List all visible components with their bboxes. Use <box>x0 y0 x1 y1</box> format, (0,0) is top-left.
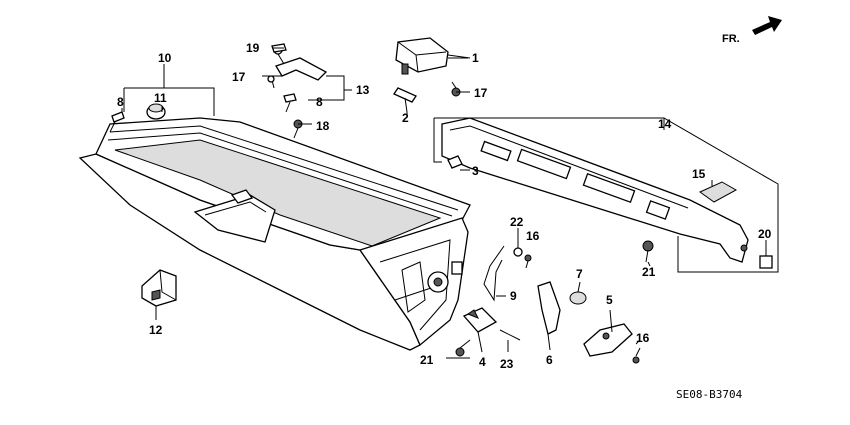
callout-16-lower: 16 <box>636 331 650 345</box>
part-12-latch <box>141 269 177 307</box>
part-6-stopper-arm <box>537 281 561 335</box>
part-5-bracket <box>583 323 633 357</box>
part-18-screw <box>293 119 303 139</box>
callout-20: 20 <box>758 227 772 241</box>
part-8-screw-right <box>283 93 297 113</box>
callout-18: 18 <box>316 119 330 133</box>
leader-lines <box>121 47 779 359</box>
callout-labels: 1 2 3 4 5 6 7 8 8 9 10 11 12 13 14 15 16… <box>117 41 772 371</box>
callout-9: 9 <box>510 289 517 303</box>
part-23-pin <box>499 329 521 341</box>
callout-22: 22 <box>510 215 524 229</box>
part-21-screw-lower <box>455 339 471 357</box>
part-15-pad <box>699 181 738 203</box>
callout-13: 13 <box>356 83 370 97</box>
diagram-code: SE08-B3704 <box>676 388 743 401</box>
part-13-hinge-bracket <box>267 45 328 89</box>
part-4-damper <box>462 307 498 333</box>
part-9-spring <box>483 245 505 302</box>
part-1-switch <box>395 37 471 75</box>
callout-17-right: 17 <box>474 86 488 100</box>
callout-21-lower: 21 <box>420 353 434 367</box>
callout-10: 10 <box>158 51 172 65</box>
part-16-screw-upper <box>524 254 532 269</box>
part-17-screw-right <box>451 81 461 97</box>
callout-16-upper: 16 <box>526 229 540 243</box>
callout-4: 4 <box>479 355 486 369</box>
orientation-label: FR. <box>722 33 740 45</box>
callout-7: 7 <box>576 267 583 281</box>
part-7-cushion <box>569 291 587 305</box>
part-16-screw-lower <box>632 347 641 364</box>
glove-box <box>78 117 471 351</box>
callout-17-left: 17 <box>232 70 246 84</box>
callout-1: 1 <box>472 51 479 65</box>
callout-14: 14 <box>658 117 672 131</box>
callout-21-right: 21 <box>642 265 656 279</box>
callout-11: 11 <box>154 91 167 105</box>
callout-8-right: 8 <box>316 95 323 109</box>
part-2-bulb <box>393 87 417 113</box>
part-21-screw-right <box>642 240 654 263</box>
callout-12: 12 <box>149 323 163 337</box>
callout-6: 6 <box>546 353 553 367</box>
callout-15: 15 <box>692 167 706 181</box>
callout-5: 5 <box>606 293 613 307</box>
front-arrow-icon <box>752 16 782 35</box>
callout-19: 19 <box>246 41 260 55</box>
part-14-lower-panel <box>441 117 749 263</box>
part-11-bumper <box>146 103 166 120</box>
part-22-washer <box>513 247 523 257</box>
part-20-clip <box>759 255 773 269</box>
part-8-screw-left <box>109 111 125 133</box>
callout-23: 23 <box>500 357 514 371</box>
callout-8-left: 8 <box>117 95 124 109</box>
callout-3: 3 <box>472 164 479 178</box>
callout-2: 2 <box>402 111 409 125</box>
